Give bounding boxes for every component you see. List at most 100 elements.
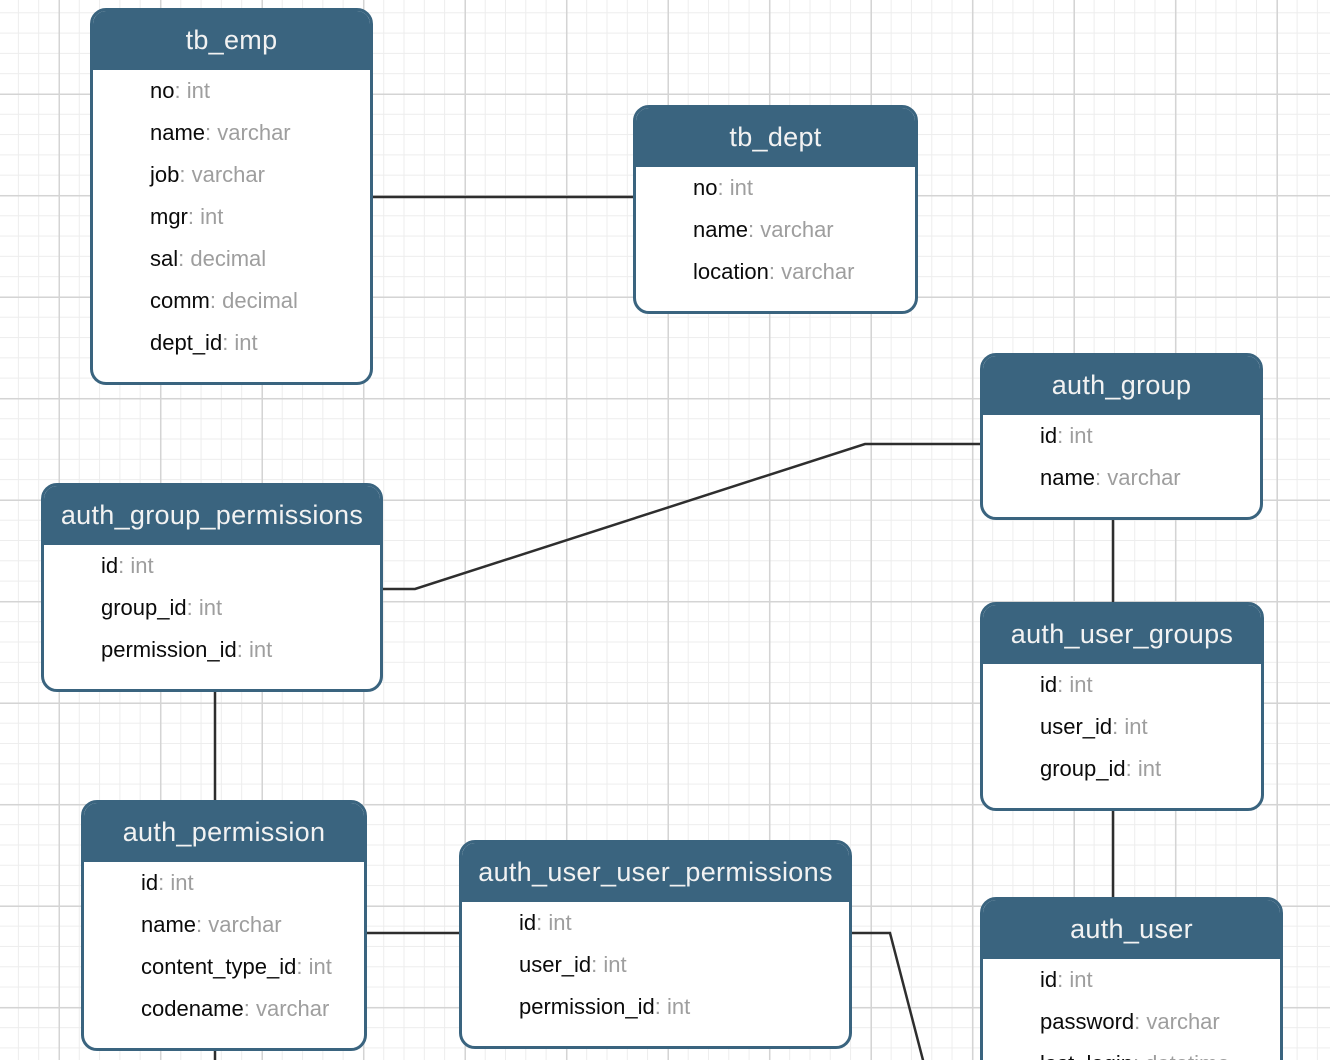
field-name: location [693, 259, 769, 284]
field-row: codename: varchar [141, 988, 356, 1030]
field-row: location: varchar [693, 251, 907, 293]
field-row: user_id: int [1040, 706, 1253, 748]
table-title: auth_user_user_permissions [478, 857, 833, 887]
table-title: auth_group_permissions [60, 500, 364, 530]
field-type: : varchar [768, 259, 855, 284]
field-type: : varchar [748, 217, 834, 242]
field-row: permission_id: int [519, 986, 841, 1028]
relationship-auth_user_user_permissions--offscreen_bottom [848, 931, 925, 1060]
field-type: : varchar [196, 912, 282, 937]
field-row: id: int [101, 545, 372, 587]
field-name: group_id [101, 595, 187, 620]
field-row: user_id: int [519, 944, 841, 986]
field-type: : int [1057, 967, 1093, 992]
table-header[interactable]: tb_emp [93, 11, 370, 70]
table-fields: id: int name: varchar [983, 415, 1260, 517]
relationship-auth_group_permissions--auth_group [380, 442, 985, 591]
table-title: auth_permission [122, 817, 326, 847]
field-type: : datetime [1133, 1051, 1230, 1060]
field-name: id [1040, 423, 1058, 448]
field-row: password: varchar [1040, 1001, 1272, 1043]
field-type: : int [1057, 423, 1093, 448]
field-name: group_id [1040, 756, 1126, 781]
field-type: : int [118, 553, 154, 578]
field-name: id [1040, 967, 1058, 992]
field-type: : decimal [209, 288, 298, 313]
field-type: : int [1112, 714, 1148, 739]
field-name: dept_id [150, 330, 223, 355]
field-row: dept_id: int [150, 322, 362, 364]
field-type: : int [1057, 672, 1093, 697]
table-header[interactable]: auth_group_permissions [44, 486, 380, 545]
table-title: auth_user [1070, 914, 1193, 944]
field-name: id [141, 870, 159, 895]
table-header[interactable]: auth_user [983, 900, 1280, 959]
field-name: name [693, 217, 749, 242]
field-type: : varchar [1095, 465, 1181, 490]
table-title: tb_dept [729, 122, 822, 152]
field-type: : int [717, 175, 753, 200]
table-header[interactable]: auth_permission [84, 803, 364, 862]
field-type: : int [174, 78, 210, 103]
field-row: name: varchar [1040, 457, 1252, 499]
field-type: : int [186, 595, 223, 620]
field-row: id: int [1040, 959, 1272, 1001]
table-header[interactable]: auth_user_groups [983, 605, 1261, 664]
field-name: no [693, 175, 718, 200]
field-name: job [150, 162, 180, 187]
field-row: name: varchar [141, 904, 356, 946]
field-row: group_id: int [101, 587, 372, 629]
field-row: id: int [519, 902, 841, 944]
field-row: last_login: datetime [1040, 1043, 1272, 1060]
field-row: name: varchar [150, 112, 362, 154]
field-type: : int [1125, 756, 1162, 781]
table-title: tb_emp [185, 25, 278, 55]
field-name: comm [150, 288, 210, 313]
field-type: : decimal [178, 246, 267, 271]
field-name: name [150, 120, 206, 145]
field-name: permission_id [101, 637, 237, 662]
field-type: : int [236, 637, 273, 662]
field-row: group_id: int [1040, 748, 1253, 790]
field-name: codename [141, 996, 244, 1021]
table-title: auth_group [1051, 370, 1192, 400]
field-type: : int [222, 330, 258, 355]
field-row: id: int [141, 862, 356, 904]
field-row: permission_id: int [101, 629, 372, 671]
table-auth_group[interactable]: auth_group id: int name: varchar [980, 353, 1263, 520]
field-type: : int [187, 204, 224, 229]
field-row: sal: decimal [150, 238, 362, 280]
field-type: : int [158, 870, 194, 895]
field-type: : varchar [1134, 1009, 1220, 1034]
table-header[interactable]: auth_group [983, 356, 1260, 415]
field-name: id [1040, 672, 1058, 697]
field-type: : int [591, 952, 627, 977]
field-type: : varchar [179, 162, 265, 187]
field-name: content_type_id [141, 954, 297, 979]
field-row: comm: decimal [150, 280, 362, 322]
table-header[interactable]: auth_user_user_permissions [462, 843, 849, 902]
field-row: no: int [150, 70, 362, 112]
field-type: : varchar [243, 996, 330, 1021]
field-name: mgr [150, 204, 188, 229]
field-row: name: varchar [693, 209, 907, 251]
field-name: user_id [1040, 714, 1113, 739]
table-header[interactable]: tb_dept [636, 108, 915, 167]
field-type: : varchar [205, 120, 291, 145]
